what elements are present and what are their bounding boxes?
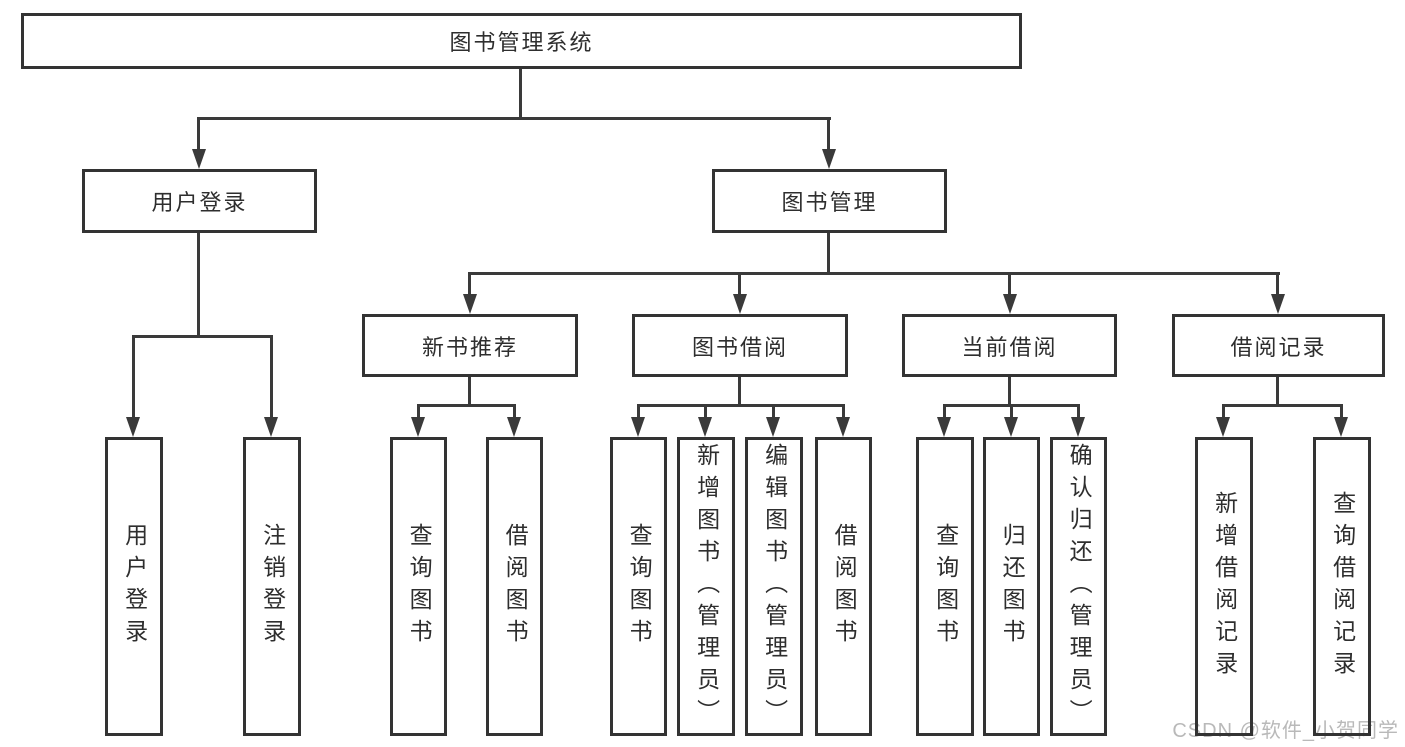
node-library-system: 图书管理系统 xyxy=(21,13,1022,69)
connector-stem xyxy=(1008,377,1011,407)
connector-drop xyxy=(132,335,135,417)
leaf-return-books: 归还图书 xyxy=(983,437,1040,736)
connector-stem xyxy=(468,377,471,407)
leaf-label: 查询图书 xyxy=(932,522,959,651)
leaf-label: 归还图书 xyxy=(999,522,1026,651)
node-borrowing-records: 借阅记录 xyxy=(1172,314,1385,377)
leaf-query-books-borrowing: 查询图书 xyxy=(610,437,667,736)
connector-drop-book-management xyxy=(827,117,830,149)
connector-root-stem xyxy=(519,69,522,120)
leaf-label: 用户登录 xyxy=(121,522,148,651)
connector-drop xyxy=(1010,404,1013,417)
connector-drop xyxy=(637,404,640,417)
leaf-label: 查询图书 xyxy=(406,522,433,651)
node-current-borrowing: 当前借阅 xyxy=(902,314,1117,377)
leaf-label: 借阅图书 xyxy=(831,522,858,651)
node-label: 新书推荐 xyxy=(421,334,518,360)
connector-stem xyxy=(1276,377,1279,407)
connector-bar xyxy=(1222,404,1343,407)
leaf-label: 编辑图书（管理员） xyxy=(761,442,788,731)
leaf-borrow-books: 借阅图书 xyxy=(815,437,872,736)
connector-bar xyxy=(637,404,845,407)
csdn-watermark: CSDN @软件_小贺同学 xyxy=(1172,720,1399,742)
arrow-down-icon xyxy=(411,417,425,437)
connector-drop xyxy=(270,335,273,417)
arrow-down-icon xyxy=(1071,417,1085,437)
node-new-book-recommendation: 新书推荐 xyxy=(362,314,578,377)
node-book-borrowing: 图书借阅 xyxy=(632,314,848,377)
arrow-down-icon xyxy=(822,149,836,169)
arrow-down-icon xyxy=(836,417,850,437)
leaf-borrow-books-recommend: 借阅图书 xyxy=(486,437,543,736)
arrow-down-icon xyxy=(766,417,780,437)
arrow-down-icon xyxy=(1271,294,1285,314)
leaf-add-books-admin: 新增图书（管理员） xyxy=(677,437,735,736)
connector-root-bar xyxy=(197,117,831,120)
connector-drop xyxy=(417,404,420,417)
arrow-down-icon xyxy=(126,417,140,437)
leaf-query-books-recommend: 查询图书 xyxy=(390,437,447,736)
connector-drop xyxy=(468,272,471,294)
leaf-label: 查询借阅记录 xyxy=(1329,490,1356,683)
arrow-down-icon xyxy=(1216,417,1230,437)
connector-drop xyxy=(513,404,516,417)
connector-stem xyxy=(738,377,741,407)
leaf-confirm-return-admin: 确认归还（管理员） xyxy=(1050,437,1107,736)
arrow-down-icon xyxy=(1003,294,1017,314)
leaf-label: 查询图书 xyxy=(626,522,653,651)
node-label: 用户登录 xyxy=(151,190,248,215)
connector-user-login-bar xyxy=(132,335,273,338)
node-label: 当前借阅 xyxy=(961,334,1058,360)
connector-drop xyxy=(1340,404,1343,417)
leaf-query-borrow-record: 查询借阅记录 xyxy=(1313,437,1371,736)
connector-drop xyxy=(704,404,707,417)
leaf-user-login: 用户登录 xyxy=(105,437,163,736)
connector-user-login-stem xyxy=(197,233,200,338)
leaf-add-borrow-record: 新增借阅记录 xyxy=(1195,437,1253,736)
connector-drop xyxy=(772,404,775,417)
arrow-down-icon xyxy=(264,417,278,437)
node-label: 图书管理 xyxy=(781,190,878,215)
arrow-down-icon xyxy=(631,417,645,437)
arrow-down-icon xyxy=(463,294,477,314)
leaf-logout: 注销登录 xyxy=(243,437,301,736)
connector-drop xyxy=(1222,404,1225,417)
arrow-down-icon xyxy=(698,417,712,437)
connector-drop xyxy=(738,272,741,294)
leaf-label: 新增借阅记录 xyxy=(1211,490,1238,683)
leaf-label: 注销登录 xyxy=(259,522,286,651)
leaf-label: 新增图书（管理员） xyxy=(693,442,720,731)
connector-drop xyxy=(842,404,845,417)
arrow-down-icon xyxy=(1004,417,1018,437)
leaf-query-books-current: 查询图书 xyxy=(916,437,974,736)
node-label: 图书借阅 xyxy=(691,334,788,360)
connector-drop xyxy=(943,404,946,417)
arrow-down-icon xyxy=(733,294,747,314)
arrow-down-icon xyxy=(937,417,951,437)
leaf-label: 确认归还（管理员） xyxy=(1066,442,1093,731)
connector-book-management-stem xyxy=(827,233,830,275)
node-book-management: 图书管理 xyxy=(712,169,947,233)
node-label: 借阅记录 xyxy=(1230,334,1327,360)
connector-book-management-bar xyxy=(468,272,1280,275)
leaf-label: 借阅图书 xyxy=(502,522,529,651)
connector-drop xyxy=(1008,272,1011,294)
arrow-down-icon xyxy=(1334,417,1348,437)
arrow-down-icon xyxy=(192,149,206,169)
node-label: 图书管理系统 xyxy=(449,30,594,55)
connector-drop xyxy=(1077,404,1080,417)
leaf-edit-books-admin: 编辑图书（管理员） xyxy=(745,437,803,736)
connector-drop-user-login xyxy=(197,117,200,149)
node-user-login: 用户登录 xyxy=(82,169,317,233)
connector-bar xyxy=(417,404,515,407)
connector-drop xyxy=(1276,272,1279,294)
arrow-down-icon xyxy=(507,417,521,437)
